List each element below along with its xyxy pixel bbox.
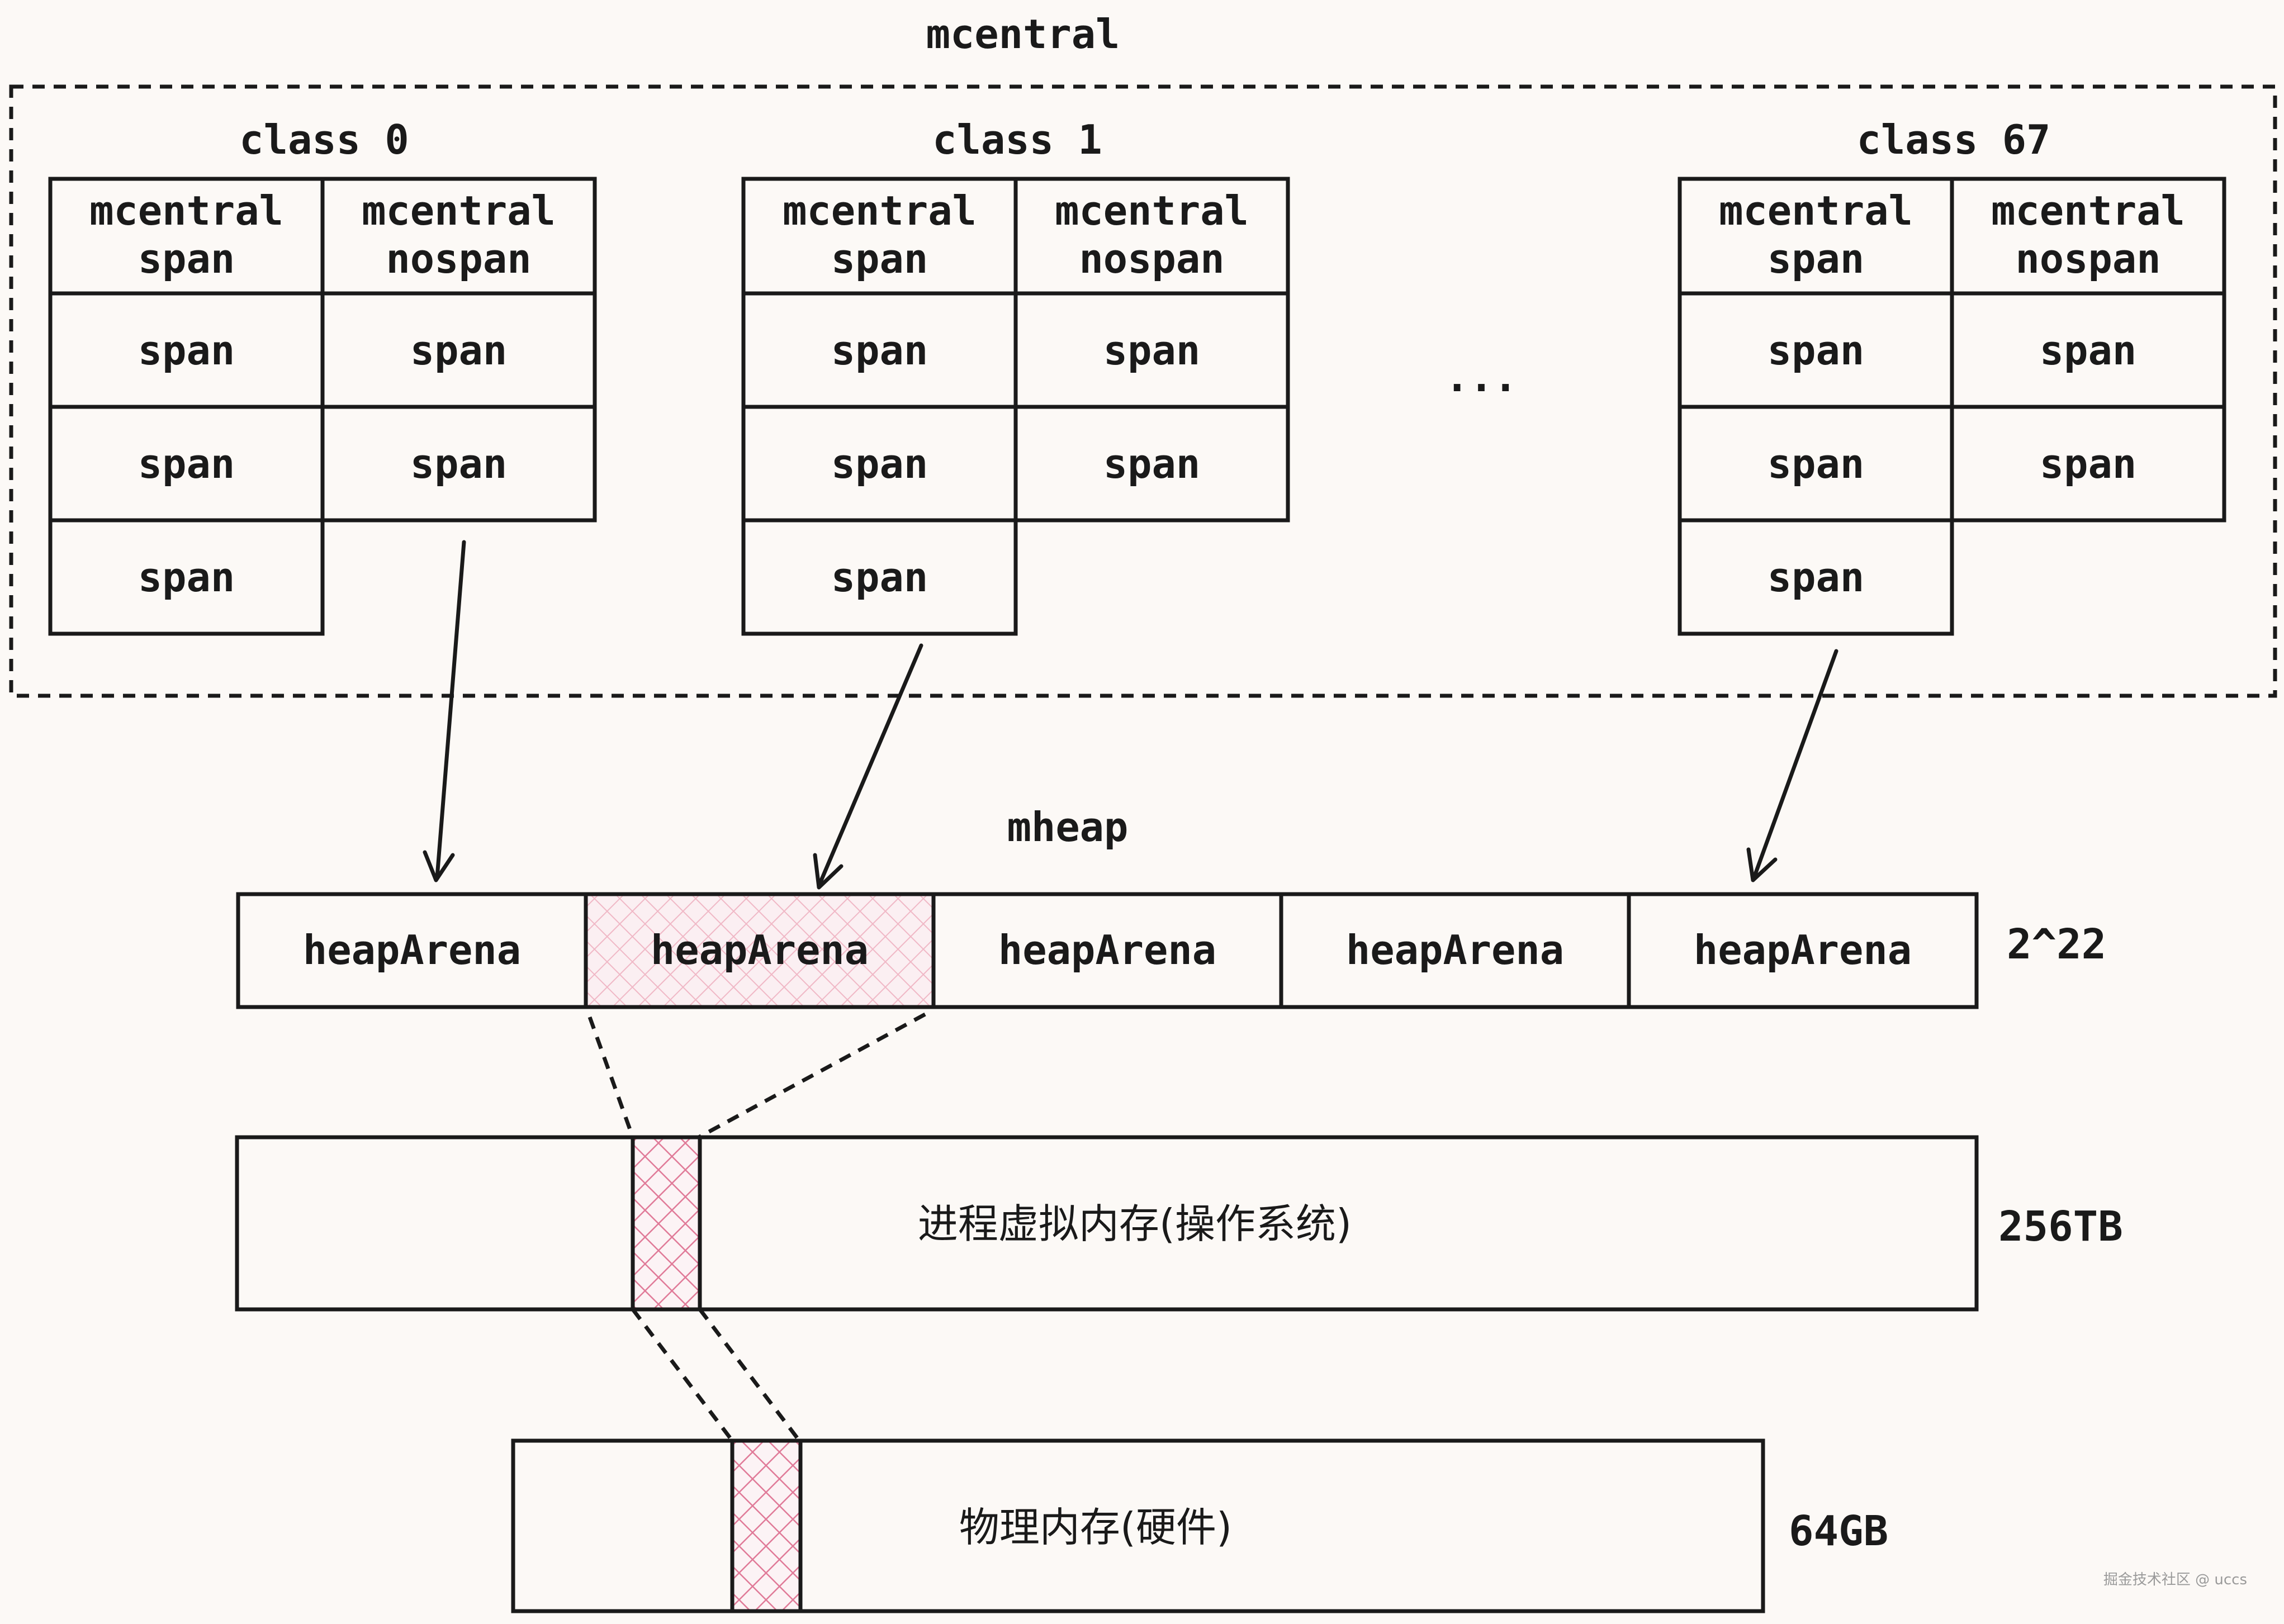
mapping-line	[698, 1308, 801, 1442]
heap-arena-cell	[1627, 892, 1979, 1009]
virtual-memory-highlight	[631, 1135, 702, 1312]
span-label: span	[138, 327, 235, 374]
span-label: span	[1768, 554, 1864, 601]
mapping-line	[698, 1012, 926, 1139]
heap-size-label: 2^22	[2007, 920, 2106, 968]
span-label: span	[410, 327, 507, 374]
span-cell	[48, 518, 325, 636]
column-header-text: span	[1768, 235, 1864, 282]
column-header-text: nospan	[1079, 235, 1224, 282]
span-cell	[1013, 405, 1290, 523]
column-header-text: mcentral	[89, 187, 283, 234]
arrow-class67	[1752, 649, 1838, 880]
class-groups: class 0mcentralspanspanspanspanmcentraln…	[48, 116, 2226, 636]
span-label: span	[138, 554, 235, 601]
span-label: span	[1103, 440, 1200, 487]
span-to-arena-arrows	[423, 540, 1838, 890]
physical-memory-highlight	[730, 1438, 803, 1613]
arrowhead-class67	[1746, 847, 1778, 882]
column-header-text: mcentral	[362, 187, 556, 234]
span-label: span	[831, 554, 928, 601]
mcentral-title: mcentral	[926, 11, 1120, 58]
physical-memory-size: 64GB	[1789, 1507, 1888, 1555]
column-header-text: nospan	[2015, 235, 2160, 282]
virtual-memory-size: 256TB	[1998, 1203, 2123, 1251]
class-group: class 67mcentralspanspanspanspanmcentral…	[1678, 116, 2226, 636]
mcentral-container	[9, 84, 2277, 698]
arrowhead-class1	[813, 853, 844, 890]
span-label: span	[138, 440, 235, 487]
heap-arena-highlight	[586, 894, 933, 1007]
mapping-line	[587, 1016, 635, 1138]
span-cell	[1678, 518, 1954, 636]
arrow-class1	[817, 643, 923, 888]
heap-arena-label: heapArena	[1346, 927, 1564, 974]
span-label: span	[1768, 327, 1864, 374]
physical-memory-label: 物理内存(硬件)	[959, 1504, 1232, 1551]
physical-memory-bar	[511, 1438, 1765, 1613]
mapping-line	[631, 1308, 734, 1442]
heap-arena-row: heapArena heapArena heapArena heapArena heap…	[236, 892, 1979, 1009]
arrow-class0	[435, 540, 466, 880]
span-cell	[1950, 405, 2226, 523]
span-cell	[320, 405, 597, 523]
class-title: class 67	[1857, 116, 2051, 163]
heap-arena-label: heapArena	[1694, 927, 1912, 974]
heap-arena-label: heapArena	[303, 927, 521, 974]
column-header-text: mcentral	[1719, 187, 1913, 234]
heap-arena-label: heapArena	[998, 927, 1216, 974]
column-header-text: nospan	[386, 235, 531, 282]
span-label: span	[1103, 327, 1200, 374]
watermark: 掘金技术社区 @ uccs	[2103, 1571, 2247, 1588]
class-group: class 0mcentralspanspanspanspanmcentraln…	[48, 116, 597, 636]
span-label: span	[831, 327, 928, 374]
column-header-text: mcentral	[1991, 187, 2185, 234]
class-title: class 0	[239, 116, 409, 163]
virtual-memory-bar	[235, 1135, 1979, 1312]
arrowhead-class0	[423, 850, 455, 882]
span-label: span	[1768, 440, 1864, 487]
span-label: span	[2040, 327, 2136, 374]
span-label: span	[2040, 440, 2136, 487]
column-header-text: span	[138, 235, 235, 282]
virtual-memory-label: 进程虚拟内存(操作系统)	[918, 1200, 1352, 1247]
column-header-text: mcentral	[1055, 187, 1249, 234]
span-label: span	[831, 440, 928, 487]
ellipsis: ...	[1445, 354, 1518, 401]
mheap-title: mheap	[1007, 804, 1129, 851]
column-header-text: mcentral	[783, 187, 977, 234]
span-label: span	[410, 440, 507, 487]
class-title: class 1	[932, 116, 1102, 163]
class-group: class 1mcentralspanspanspanspanmcentraln…	[741, 116, 1290, 636]
span-cell	[741, 518, 1018, 636]
column-header-text: span	[831, 235, 928, 282]
heap-arena-label: heapArena	[651, 927, 869, 974]
